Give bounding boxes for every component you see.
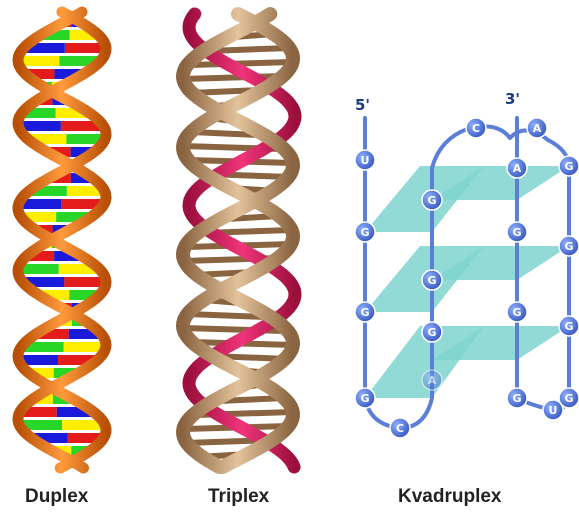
nucleotide-letter: U <box>361 154 370 167</box>
nucleotide-g-ml1: G <box>422 190 442 210</box>
duplex-caption: Duplex <box>25 486 88 508</box>
nucleotide-letter: G <box>564 392 573 405</box>
nucleotide-letter: G <box>512 306 521 319</box>
nucleotide-letter: G <box>512 226 521 239</box>
nucleotide-letter: A <box>513 162 522 175</box>
nucleotide-letter: G <box>360 306 369 319</box>
nucleotide-g-mr2: G <box>507 302 527 322</box>
nucleotide-g-l3: G <box>355 388 375 408</box>
nucleotide-c-bottom: C <box>390 418 410 438</box>
nucleotide-letter: C <box>472 122 480 135</box>
nucleotide-c-top: C <box>466 118 486 138</box>
nucleotide-a-faded: A <box>422 370 442 390</box>
nucleotide-letter: G <box>564 320 573 333</box>
nucleotide-letter: A <box>533 122 542 135</box>
nucleotide-g-mr3: G <box>507 388 527 408</box>
nucleotide-g-l1: G <box>355 222 375 242</box>
nucleotide-g-r1: G <box>559 156 579 176</box>
nucleotide-u-left: U <box>355 150 375 170</box>
nucleotide-letter: U <box>549 404 558 417</box>
triplex-caption: Triplex <box>208 486 269 508</box>
triplex-helix <box>183 14 295 467</box>
nucleotide-letter: G <box>564 240 573 253</box>
duplex-helix <box>18 12 106 468</box>
nucleotide-g-l2: G <box>355 302 375 322</box>
nucleotide-letter: C <box>396 422 404 435</box>
nucleotide-g-mr1: G <box>507 222 527 242</box>
nucleotide-g-ml3: G <box>422 322 442 342</box>
nucleotide-letter: G <box>427 326 436 339</box>
five-prime-label: 5' <box>355 96 370 114</box>
nucleotide-letter: G <box>564 160 573 173</box>
nucleotide-a-top: A <box>527 118 547 138</box>
nucleotide-letter: A <box>428 374 437 387</box>
nucleotide-letter: G <box>427 274 436 287</box>
quadruplex-caption: Kvadruplex <box>398 486 501 508</box>
nucleotide-letter: G <box>360 226 369 239</box>
nucleotide-a-mr: A <box>507 158 527 178</box>
nucleotide-letter: G <box>360 392 369 405</box>
nucleotide-letter: G <box>427 194 436 207</box>
nucleotide-g-r3: G <box>559 316 579 336</box>
three-prime-label: 3' <box>505 90 520 108</box>
nucleotide-g-r2: G <box>559 236 579 256</box>
nucleotide-u-bottom: U <box>543 400 563 420</box>
nucleotide-g-ml2: G <box>422 270 442 290</box>
nucleotide-letter: G <box>512 392 521 405</box>
